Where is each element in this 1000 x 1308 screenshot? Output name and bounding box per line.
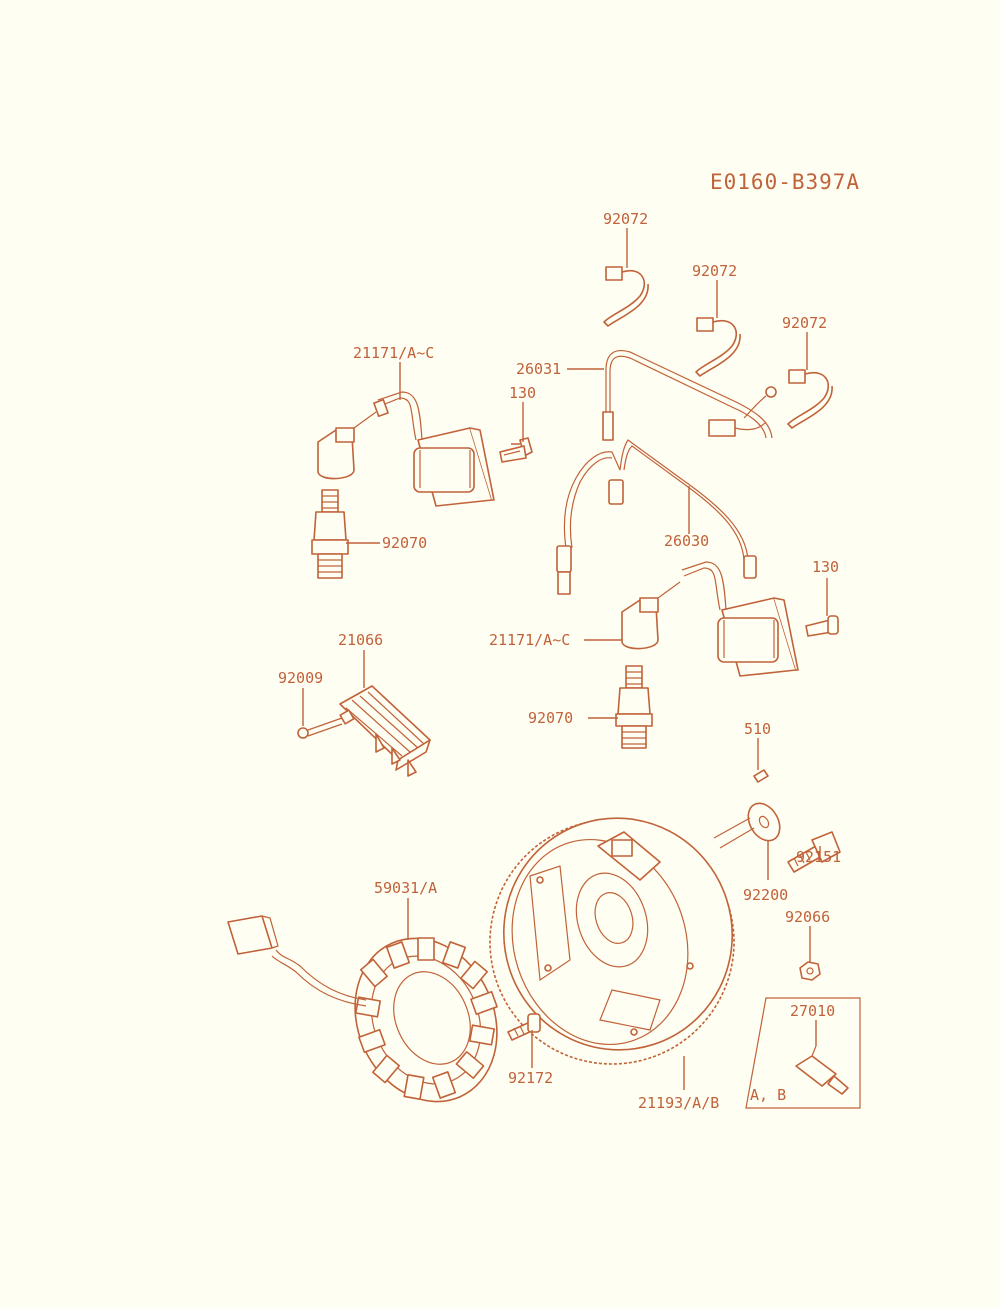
label-92200: 92200 <box>743 886 788 904</box>
wire-harness-26031 <box>602 349 777 441</box>
ignition-coil-21171-lower <box>621 561 839 677</box>
diagram-code: E0160-B397A <box>710 170 860 194</box>
ignition-coil-21171-upper <box>317 391 533 507</box>
label-27010: 27010 <box>790 1002 835 1020</box>
spark-plug-92070-upper <box>311 489 349 579</box>
label-59031: 59031/A <box>374 879 437 897</box>
label-92070-upper: 92070 <box>382 534 427 552</box>
label-92070-lower: 92070 <box>528 709 573 727</box>
screw-92009 <box>297 717 343 739</box>
flywheel-21193 <box>489 817 735 1065</box>
label-92072-c: 92072 <box>782 314 827 332</box>
washer-92200 <box>713 802 781 849</box>
wire-harness-26030 <box>556 439 757 595</box>
label-92009: 92009 <box>278 669 323 687</box>
label-21066: 21066 <box>338 631 383 649</box>
terminal-92072-b <box>695 317 741 377</box>
bolt-92172 <box>507 1013 541 1041</box>
label-92072-b: 92072 <box>692 262 737 280</box>
label-130-upper: 130 <box>509 384 536 402</box>
bolt-92151 <box>787 831 841 873</box>
terminal-92072-c <box>787 369 833 429</box>
label-21193: 21193/A/B <box>638 1094 719 1112</box>
label-92072-a: 92072 <box>603 210 648 228</box>
label-21171-upper: 21171/A~C <box>353 344 434 362</box>
label-27010-variants: A, B <box>750 1086 786 1104</box>
label-92066: 92066 <box>785 908 830 926</box>
label-21171-lower: 21171/A~C <box>489 631 570 649</box>
label-510: 510 <box>744 720 771 738</box>
label-26030: 26030 <box>664 532 709 550</box>
label-26031: 26031 <box>516 360 561 378</box>
terminal-92072-a <box>603 266 649 327</box>
label-92172: 92172 <box>508 1069 553 1087</box>
spark-plug-92070-lower <box>615 665 653 749</box>
label-130-lower: 130 <box>812 558 839 576</box>
key-510 <box>753 769 769 783</box>
label-92151: 92151 <box>796 848 841 866</box>
nut-92066 <box>799 961 821 981</box>
regulator-21066 <box>339 685 431 777</box>
stator-59031 <box>227 915 498 1103</box>
switch-box-27010 <box>745 997 861 1109</box>
